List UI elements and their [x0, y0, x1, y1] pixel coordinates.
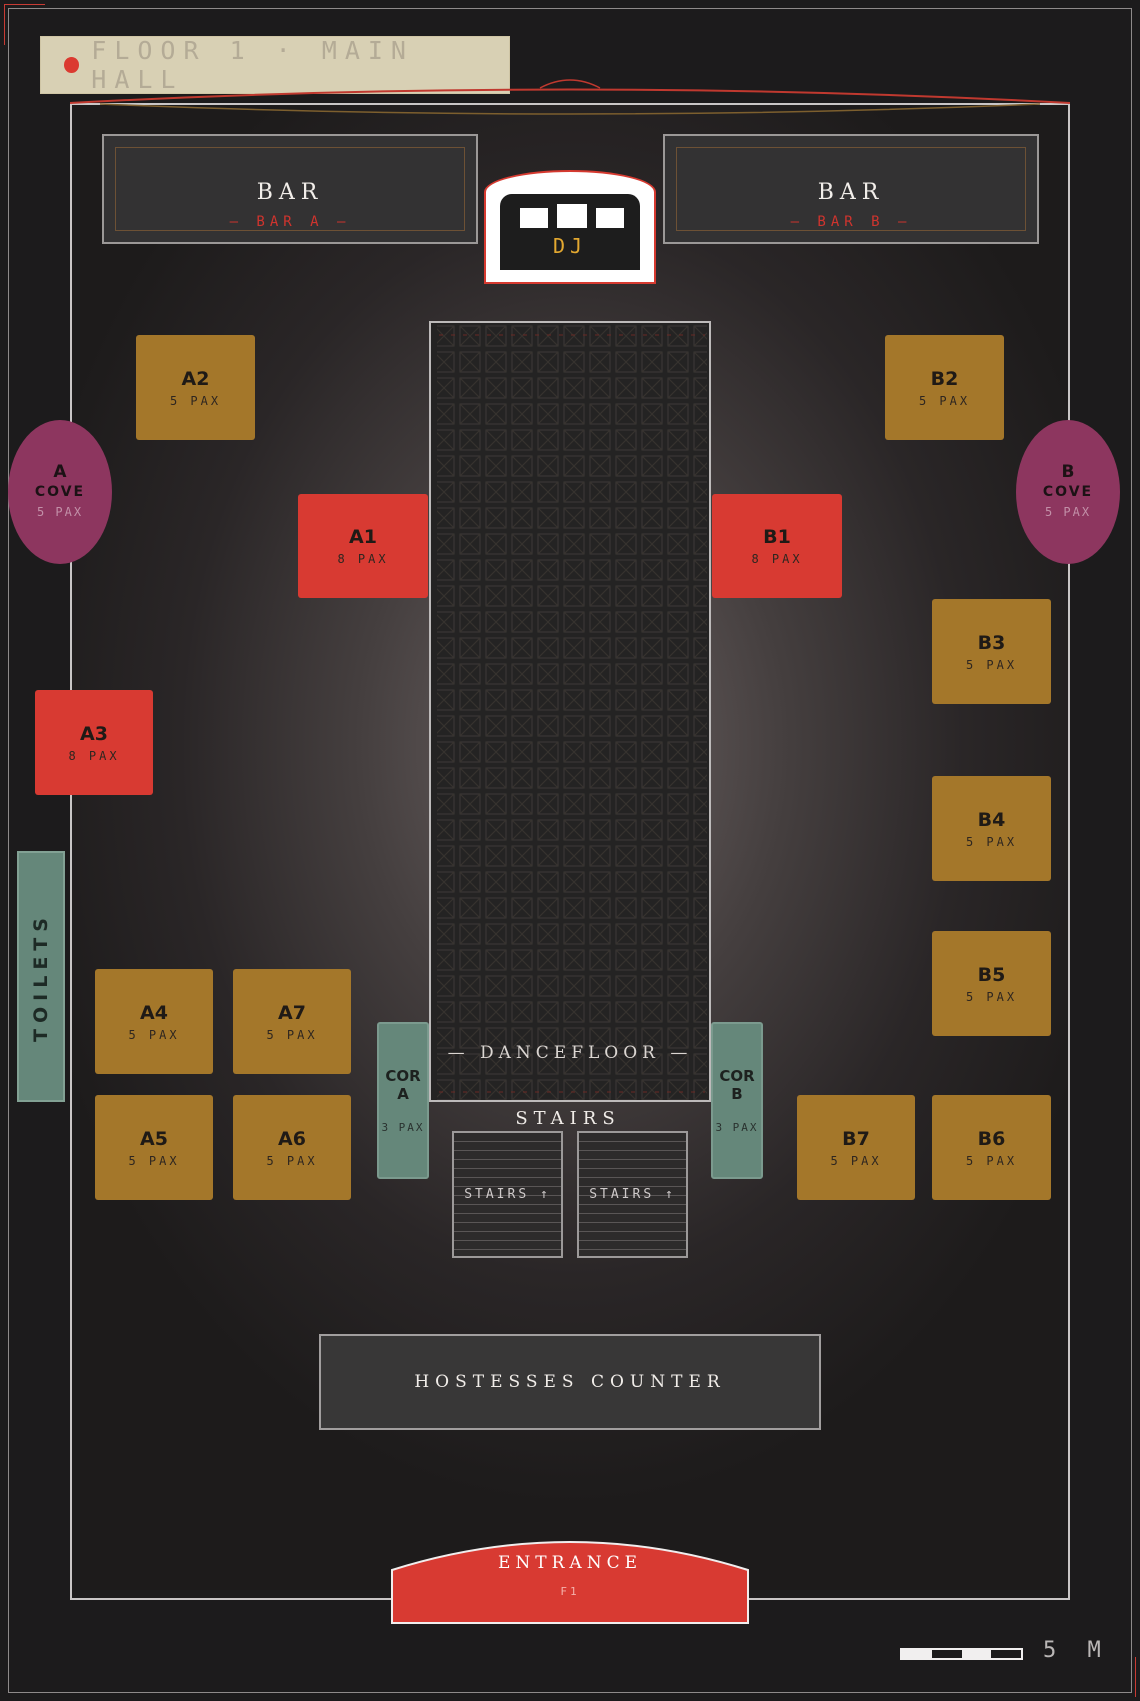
- toilets[interactable]: TOILETS: [17, 851, 65, 1102]
- corner-line1: COR: [719, 1067, 755, 1085]
- table-capacity: 5 PAX: [128, 1153, 180, 1168]
- bar-title: BAR: [256, 180, 324, 205]
- table-b6[interactable]: B6 5 PAX: [932, 1095, 1051, 1200]
- bar-a[interactable]: BAR — BAR A —: [102, 134, 478, 244]
- scale-bar: [900, 1648, 1023, 1660]
- table-name: A3: [80, 722, 108, 745]
- table-name: A2: [181, 367, 210, 390]
- table-name: A4: [140, 1001, 168, 1024]
- table-name: A5: [140, 1127, 168, 1150]
- cove-capacity: 5 PAX: [36, 505, 84, 519]
- table-a5[interactable]: A5 5 PAX: [95, 1095, 213, 1200]
- corner-line1: COR: [385, 1067, 421, 1085]
- table-name: A6: [278, 1127, 306, 1150]
- table-a7[interactable]: A7 5 PAX: [233, 969, 351, 1074]
- scale-segment: [931, 1650, 962, 1658]
- table-capacity: 5 PAX: [965, 1153, 1018, 1168]
- table-a6[interactable]: A6 5 PAX: [233, 1095, 351, 1200]
- table-capacity: 5 PAX: [266, 1027, 318, 1042]
- table-a2[interactable]: A2 5 PAX: [136, 335, 255, 440]
- cove-capacity: 5 PAX: [1044, 505, 1092, 519]
- dj-label: DJ: [552, 234, 588, 258]
- table-capacity: 8 PAX: [751, 552, 803, 566]
- stairs-right-label: STAIRS ↑: [589, 1187, 676, 1202]
- stairs-left-label: STAIRS ↑: [464, 1187, 551, 1202]
- corner-mark: [1113, 1657, 1136, 1697]
- cove-letter: A: [53, 462, 67, 482]
- table-b2[interactable]: B2 5 PAX: [885, 335, 1004, 440]
- cove-a[interactable]: A COVE 5 PAX: [8, 420, 112, 564]
- bar-b[interactable]: BAR — BAR B —: [663, 134, 1039, 244]
- corner-line2: A: [397, 1085, 409, 1103]
- table-b7[interactable]: B7 5 PAX: [797, 1095, 915, 1200]
- table-name: B3: [977, 631, 1006, 654]
- table-a1[interactable]: A1 8 PAX: [298, 494, 428, 598]
- table-name: A1: [349, 526, 377, 548]
- status-dot-icon: [64, 57, 80, 73]
- corner-seat-b[interactable]: COR B 3 PAX: [711, 1022, 763, 1179]
- stairs-title: STAIRS: [515, 1108, 621, 1129]
- table-name: B2: [930, 367, 959, 390]
- table-name: B4: [977, 808, 1006, 831]
- table-b4[interactable]: B4 5 PAX: [932, 776, 1051, 881]
- table-capacity: 5 PAX: [169, 393, 222, 408]
- table-capacity: 5 PAX: [965, 989, 1018, 1004]
- stairs-right[interactable]: STAIRS ↑: [577, 1131, 688, 1258]
- floor-title: FLOOR 1 · MAIN HALL: [91, 36, 414, 94]
- entrance-floor: F1: [560, 1585, 580, 1598]
- scale-segment: [991, 1650, 1021, 1658]
- table-a4[interactable]: A4 5 PAX: [95, 969, 213, 1074]
- table-capacity: 5 PAX: [128, 1027, 180, 1042]
- cove-letter: B: [1061, 462, 1075, 482]
- cove-label: COVE: [1042, 484, 1094, 500]
- table-name: B1: [763, 526, 791, 548]
- dancefloor-pattern: [437, 323, 707, 1100]
- toilets-label: TOILETS: [30, 911, 53, 1042]
- table-capacity: 5 PAX: [266, 1153, 318, 1168]
- corner-capacity: 3 PAX: [715, 1121, 759, 1134]
- table-b3[interactable]: B3 5 PAX: [932, 599, 1051, 704]
- corner-mark: [4, 4, 45, 45]
- cove-b[interactable]: B COVE 5 PAX: [1016, 420, 1120, 564]
- bar-subtitle: — BAR A —: [229, 214, 351, 230]
- table-name: B5: [977, 963, 1006, 986]
- table-capacity: 5 PAX: [830, 1153, 882, 1168]
- mixer-icon: [557, 204, 587, 228]
- stage-curve: [70, 79, 1070, 115]
- deck-icon: [520, 208, 548, 228]
- bar-subtitle: — BAR B —: [790, 214, 912, 230]
- cove-label: COVE: [34, 484, 86, 500]
- scale-label: 5 M: [1043, 1638, 1110, 1663]
- table-b1[interactable]: B1 8 PAX: [712, 494, 842, 598]
- corner-line2: B: [731, 1085, 743, 1103]
- dj-console: DJ: [500, 194, 640, 270]
- entrance-title: ENTRANCE: [498, 1553, 642, 1573]
- table-capacity: 5 PAX: [965, 657, 1018, 672]
- deck-icon: [596, 208, 624, 228]
- table-a3[interactable]: A3 8 PAX: [35, 690, 153, 795]
- table-b5[interactable]: B5 5 PAX: [932, 931, 1051, 1036]
- bar-inner-border: [115, 147, 465, 231]
- table-capacity: 8 PAX: [337, 552, 389, 566]
- table-name: B6: [977, 1127, 1006, 1150]
- dancefloor-label: — DANCEFLOOR —: [447, 1043, 693, 1063]
- table-capacity: 5 PAX: [965, 834, 1018, 849]
- hostesses-label: HOSTESSES COUNTER: [414, 1372, 726, 1392]
- bar-inner-border: [676, 147, 1026, 231]
- table-name: B7: [842, 1127, 870, 1150]
- table-name: A7: [278, 1001, 306, 1024]
- table-capacity: 8 PAX: [68, 748, 120, 763]
- entrance[interactable]: [391, 1534, 749, 1624]
- corner-seat-a[interactable]: COR A 3 PAX: [377, 1022, 429, 1179]
- table-capacity: 5 PAX: [918, 393, 971, 408]
- map-frame: [8, 8, 1132, 1693]
- dj-booth[interactable]: DJ: [484, 170, 656, 284]
- bar-title: BAR: [817, 180, 885, 205]
- dancefloor[interactable]: — DANCEFLOOR —: [429, 321, 711, 1102]
- corner-capacity: 3 PAX: [381, 1121, 425, 1134]
- stairs-left[interactable]: STAIRS ↑: [452, 1131, 563, 1258]
- scale-segment: [902, 1650, 932, 1658]
- hostesses-counter[interactable]: HOSTESSES COUNTER: [319, 1334, 821, 1430]
- scale-segment: [961, 1650, 992, 1658]
